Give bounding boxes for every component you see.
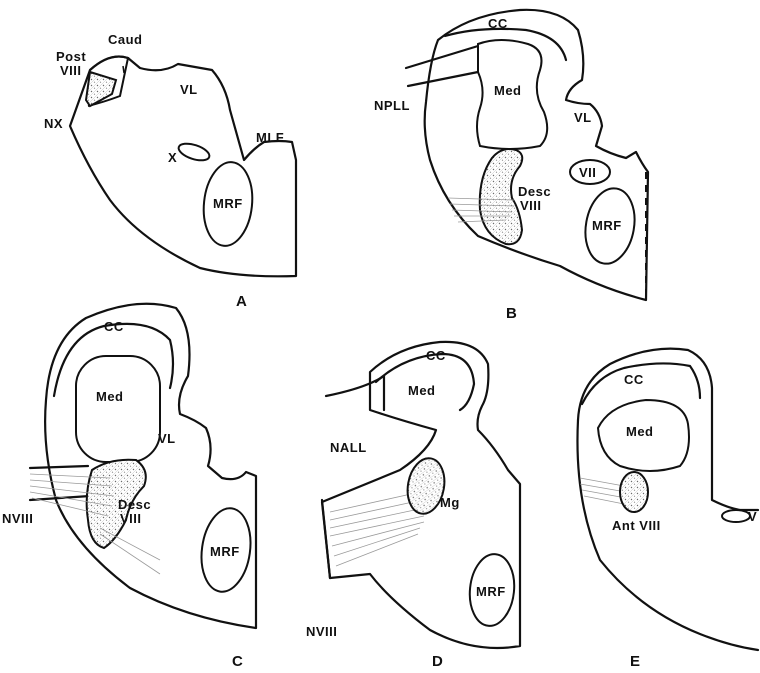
- label-x: X: [168, 150, 177, 165]
- label-mrf-d: MRF: [476, 584, 506, 599]
- panel-e-lower-outline: [577, 420, 758, 650]
- cc-arch-inner-d: [376, 354, 474, 410]
- label-post: Post: [56, 49, 86, 64]
- label-nall: NALL: [330, 440, 367, 455]
- panel-e: CC Med Ant VIII V E: [577, 349, 758, 670]
- label-vl-a: VL: [180, 82, 198, 97]
- label-desc-viii-c: VIII: [120, 511, 142, 526]
- caud-tick: [123, 66, 124, 73]
- post-viii-region: [86, 72, 116, 106]
- label-nviii-d: NVIII: [306, 624, 337, 639]
- label-caud: Caud: [108, 32, 143, 47]
- v-nucleus-e: [722, 510, 750, 522]
- panel-d: CC Med NALL Mg MRF NVIII D: [306, 342, 520, 670]
- label-cc-d: CC: [426, 348, 446, 363]
- label-cc-e: CC: [624, 372, 644, 387]
- panel-c: CC Med VL NVIII Desc VIII MRF C: [2, 304, 256, 670]
- panel-b: CC Med NPLL VL VII Desc VIII MRF B: [374, 10, 648, 322]
- panel-b-outline: [425, 10, 648, 300]
- med-nucleus-c: [76, 356, 160, 462]
- label-vii: VII: [579, 165, 596, 180]
- label-med-d: Med: [408, 383, 436, 398]
- panel-label-c: C: [232, 653, 243, 670]
- label-mrf-b: MRF: [592, 218, 622, 233]
- label-ant-viii: Ant VIII: [612, 518, 661, 533]
- label-med-e: Med: [626, 424, 654, 439]
- nall-nerve-d: [326, 376, 384, 410]
- label-nx: NX: [44, 116, 63, 131]
- label-mrf-c: MRF: [210, 544, 240, 559]
- cc-arch-inner-b: [445, 29, 566, 60]
- label-cc-c: CC: [104, 319, 124, 334]
- label-npll: NPLL: [374, 98, 410, 113]
- panel-label-e: E: [630, 653, 640, 670]
- label-desc-c: Desc: [118, 497, 151, 512]
- label-mrf-a: MRF: [213, 196, 243, 211]
- panel-e-outline: [578, 349, 758, 510]
- cc-arch-inner-c: [54, 324, 173, 396]
- npll-nerve-b: [406, 46, 478, 86]
- ant-viii-nucleus: [620, 472, 648, 512]
- panel-label-d: D: [432, 653, 443, 670]
- label-mlf: MLF: [256, 130, 284, 145]
- label-v: V: [748, 509, 757, 524]
- panel-label-a: A: [236, 293, 247, 310]
- label-vl-b: VL: [574, 110, 592, 125]
- panel-label-b: B: [506, 305, 517, 322]
- nviii-nerve-c: [30, 466, 90, 500]
- label-cc-b: CC: [488, 16, 508, 31]
- label-med-c: Med: [96, 389, 124, 404]
- nucleus-x-outline: [177, 140, 212, 163]
- desc-viii-nucleus-b: [480, 149, 523, 244]
- label-post-viii: VIII: [60, 63, 82, 78]
- nerve-root-line-d: [322, 500, 330, 578]
- label-mg: Mg: [440, 495, 460, 510]
- label-desc-b: Desc: [518, 184, 551, 199]
- label-nviii-c: NVIII: [2, 511, 33, 526]
- label-med-b: Med: [494, 83, 522, 98]
- label-desc-viii-b: VIII: [520, 198, 542, 213]
- panel-a: Caud Post VIII NX VL X MLF MRF A: [44, 32, 296, 310]
- label-vl-c: VL: [158, 431, 176, 446]
